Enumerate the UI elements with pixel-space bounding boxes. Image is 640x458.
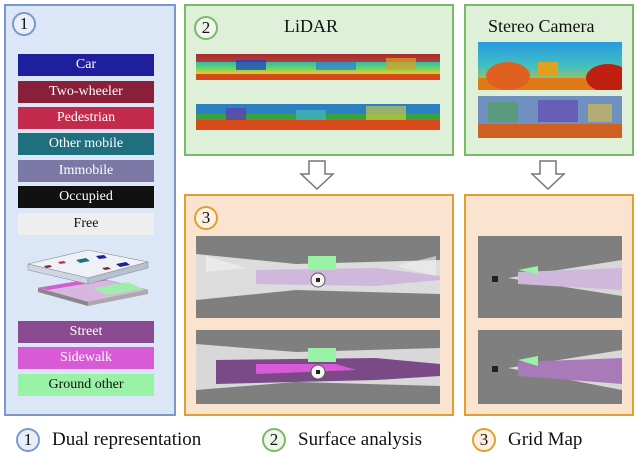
class-label: Pedestrian [56, 110, 116, 125]
surface-sidewalk: Sidewalk [18, 347, 154, 369]
step-number-badge: 1 [12, 12, 36, 36]
surface-street: Street [18, 321, 154, 343]
class-two-wheeler: Two-wheeler [18, 81, 154, 103]
class-occupied: Occupied [18, 186, 154, 208]
panel-title: LiDAR [284, 16, 338, 36]
stereo-normal-image [478, 96, 622, 138]
arrow-down-icon [299, 160, 335, 190]
class-label: Occupied [59, 189, 113, 204]
step-number-badge: 2 [262, 428, 286, 452]
stereo-grid-map [478, 236, 622, 318]
lidar-grid-map-surface [196, 330, 440, 404]
lidar-panel: 2 LiDAR [184, 4, 454, 156]
class-label: Free [73, 216, 99, 231]
class-pedestrian: Pedestrian [18, 107, 154, 129]
class-label: Other mobile [48, 136, 124, 151]
lidar-normal-image [196, 104, 440, 130]
lidar-range-image [196, 54, 440, 80]
surface-label: Sidewalk [59, 350, 113, 365]
class-other-mobile: Other mobile [18, 133, 154, 155]
surface-ground-other: Ground other [18, 374, 154, 396]
legend-label: Grid Map [508, 429, 583, 450]
class-car: Car [18, 54, 154, 76]
panel-title: Stereo Camera [488, 16, 595, 36]
step-number-badge: 3 [472, 428, 496, 452]
surface-label: Ground other [48, 377, 124, 392]
class-immobile: Immobile [18, 160, 154, 182]
arrow-down-icon [530, 160, 566, 190]
legend-label: Surface analysis [298, 429, 422, 450]
class-label: Car [75, 57, 97, 72]
lidar-grid-map [196, 236, 440, 318]
stereo-disparity-image [478, 42, 622, 90]
grid-stack-icon [27, 249, 149, 306]
stereo-grid-map-surface [478, 330, 622, 404]
class-label: Immobile [58, 163, 114, 178]
step-number-badge: 3 [194, 206, 218, 230]
class-label: Two-wheeler [49, 84, 123, 99]
legend-label: Dual representation [52, 429, 202, 450]
surface-label: Street [69, 324, 103, 339]
step-number-badge: 2 [194, 16, 218, 40]
class-free: Free [18, 213, 154, 235]
step-number-badge: 1 [16, 428, 40, 452]
